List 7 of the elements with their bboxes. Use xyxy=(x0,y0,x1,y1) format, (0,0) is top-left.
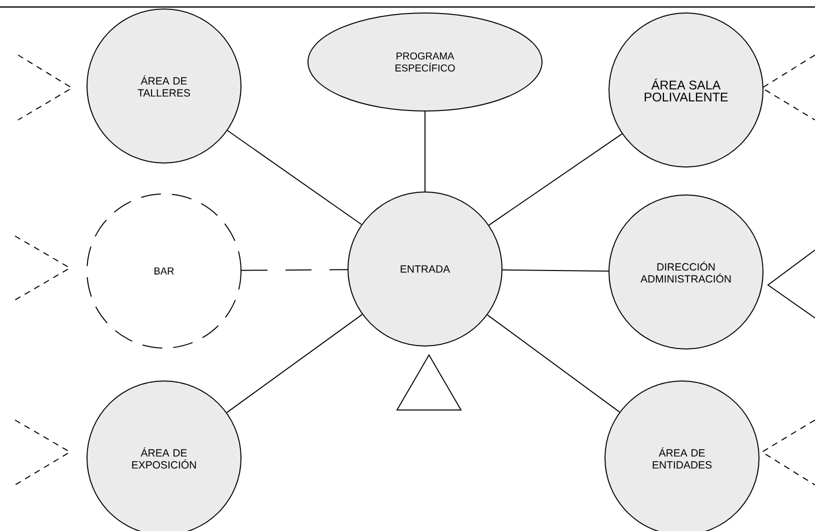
connector-line xyxy=(486,314,620,413)
connector-line xyxy=(488,133,623,226)
connector-line xyxy=(241,269,348,271)
connector-line xyxy=(226,314,363,414)
connector-line xyxy=(502,269,609,272)
connector-line xyxy=(424,111,426,192)
connector-line xyxy=(226,130,362,225)
